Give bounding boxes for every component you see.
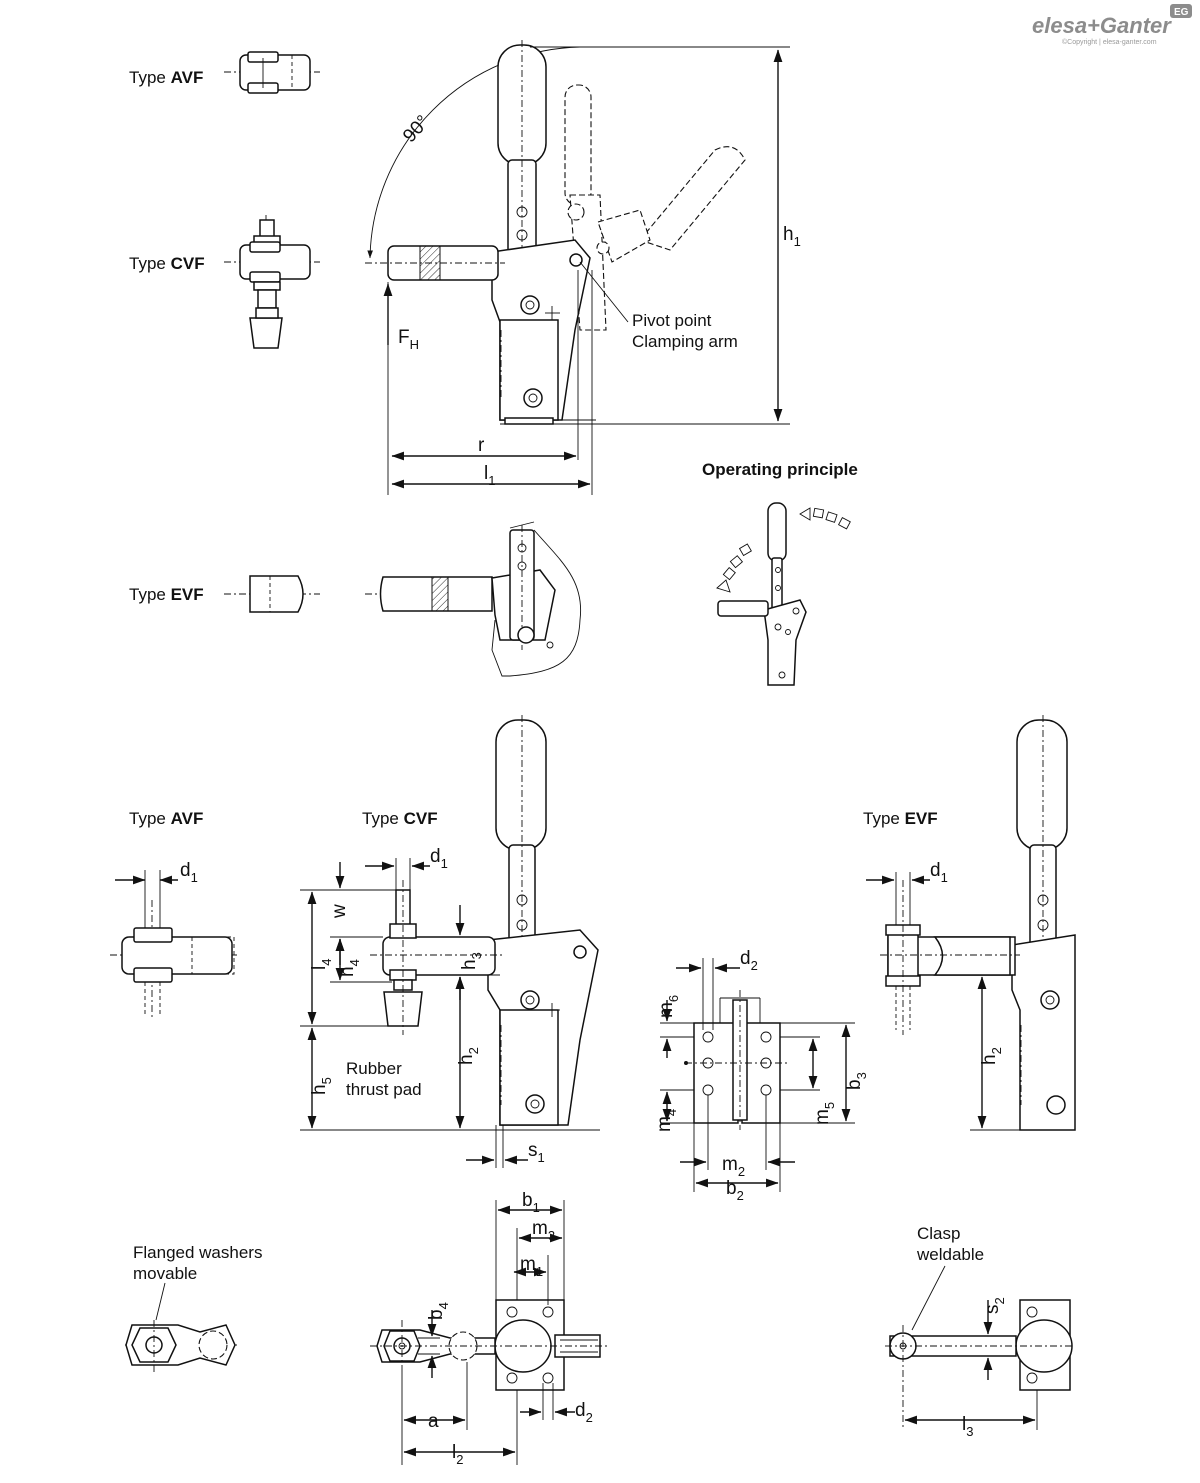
- dim-m5: m5: [812, 1102, 837, 1125]
- dim-b3: b3: [844, 1072, 869, 1090]
- dim-h3: h3: [459, 952, 484, 970]
- dim-d2-plate: d2: [740, 948, 758, 973]
- dim-m1: m1: [520, 1254, 543, 1279]
- brand-logo: elesa+Ganter EG ©Copyright | elesa-gante…: [1032, 4, 1192, 46]
- dim-h4: h4: [337, 959, 362, 977]
- dim-m2: m2: [722, 1154, 745, 1179]
- dim-m3: m3: [532, 1218, 555, 1243]
- dim-d2-top: d2: [575, 1400, 593, 1425]
- dim-l3: l3: [962, 1414, 973, 1439]
- dim-s2: s2: [982, 1297, 1007, 1314]
- dim-b4: b4: [426, 1302, 451, 1320]
- dim-l1: l1: [484, 463, 495, 488]
- evf-side-view: d1 h2: [866, 715, 1076, 1131]
- evf-top-view: Clasp weldable s2 l3: [885, 1224, 1075, 1439]
- dim-h2-cvf: h2: [456, 1047, 481, 1065]
- type-label-avf-top: Type AVF: [129, 68, 203, 87]
- avf-end-view: [224, 51, 320, 94]
- dim-fh: FH: [398, 327, 419, 352]
- type-labels-bottom: Type AVF Type CVF Type EVF: [129, 809, 938, 828]
- dim-b1: b1: [522, 1190, 540, 1215]
- clasp-label-2: weldable: [916, 1245, 984, 1264]
- pivot-point-label: Pivot point: [632, 311, 712, 330]
- dim-m4: m4: [654, 1109, 679, 1132]
- dim-s1: s1: [528, 1140, 545, 1165]
- dim-d1-evf: d1: [930, 860, 948, 885]
- dim-m6: m6: [656, 995, 681, 1018]
- flanged-washers-label-2: movable: [133, 1264, 197, 1283]
- flanged-washers-view: Flanged washers movable: [125, 1243, 262, 1372]
- cvf-top-view: b1 m3 m1 b4 d2 a l2: [370, 1190, 610, 1467]
- dim-a: a: [428, 1411, 439, 1432]
- cvf-side-view: d1 w h4 l4 h5 h3 h2 Rubber thrust pad s1: [300, 715, 600, 1168]
- evf-end-view: [224, 575, 320, 613]
- logo-badge-icon: [1170, 4, 1192, 18]
- type-label-cvf-bottom: Type CVF: [362, 809, 438, 828]
- logo-text: elesa+Ganter: [1032, 13, 1172, 38]
- flanged-washers-label-1: Flanged washers: [133, 1243, 262, 1262]
- dim-r: r: [478, 435, 485, 456]
- type-label-evf-bottom: Type EVF: [863, 809, 938, 828]
- dim-l4: l4: [309, 959, 334, 970]
- type-label-cvf-top: Type CVF: [129, 254, 205, 273]
- copyright-text: ©Copyright | elesa-ganter.com: [1062, 38, 1157, 46]
- dim-d1-cvf: d1: [430, 846, 448, 871]
- type-label-evf-top: Type EVF: [129, 585, 204, 604]
- dim-l2: l2: [452, 1442, 463, 1467]
- clamping-arm-label: Clamping arm: [632, 332, 738, 351]
- operating-principle-diagram: [716, 502, 851, 686]
- dim-h1: h1: [783, 224, 801, 249]
- cvf-end-view: [224, 215, 320, 350]
- dim-h2-evf: h2: [979, 1047, 1004, 1065]
- type-label-avf-bottom: Type AVF: [129, 809, 203, 828]
- angle-label: 90°: [399, 111, 434, 146]
- type-labels-top: Type AVF Type CVF Type EVF: [129, 68, 205, 604]
- base-plate-front-view: d2 m6 m4 m5 b3 m2 b2: [654, 948, 869, 1203]
- logo-badge-text: EG: [1174, 7, 1189, 18]
- clasp-label-1: Clasp: [917, 1224, 960, 1243]
- main-clamp-drawing: 90° h1 FH: [365, 40, 801, 495]
- rubber-label-1: Rubber: [346, 1059, 402, 1078]
- avf-end-view-bottom: d1: [110, 860, 240, 1020]
- evf-partial-view: [365, 521, 582, 677]
- dim-b2: b2: [726, 1178, 744, 1203]
- operating-principle-title: Operating principle: [702, 460, 858, 479]
- dim-h5: h5: [309, 1077, 334, 1095]
- dim-w: w: [329, 904, 350, 919]
- dim-d1-avf: d1: [180, 860, 198, 885]
- rubber-label-2: thrust pad: [346, 1080, 422, 1099]
